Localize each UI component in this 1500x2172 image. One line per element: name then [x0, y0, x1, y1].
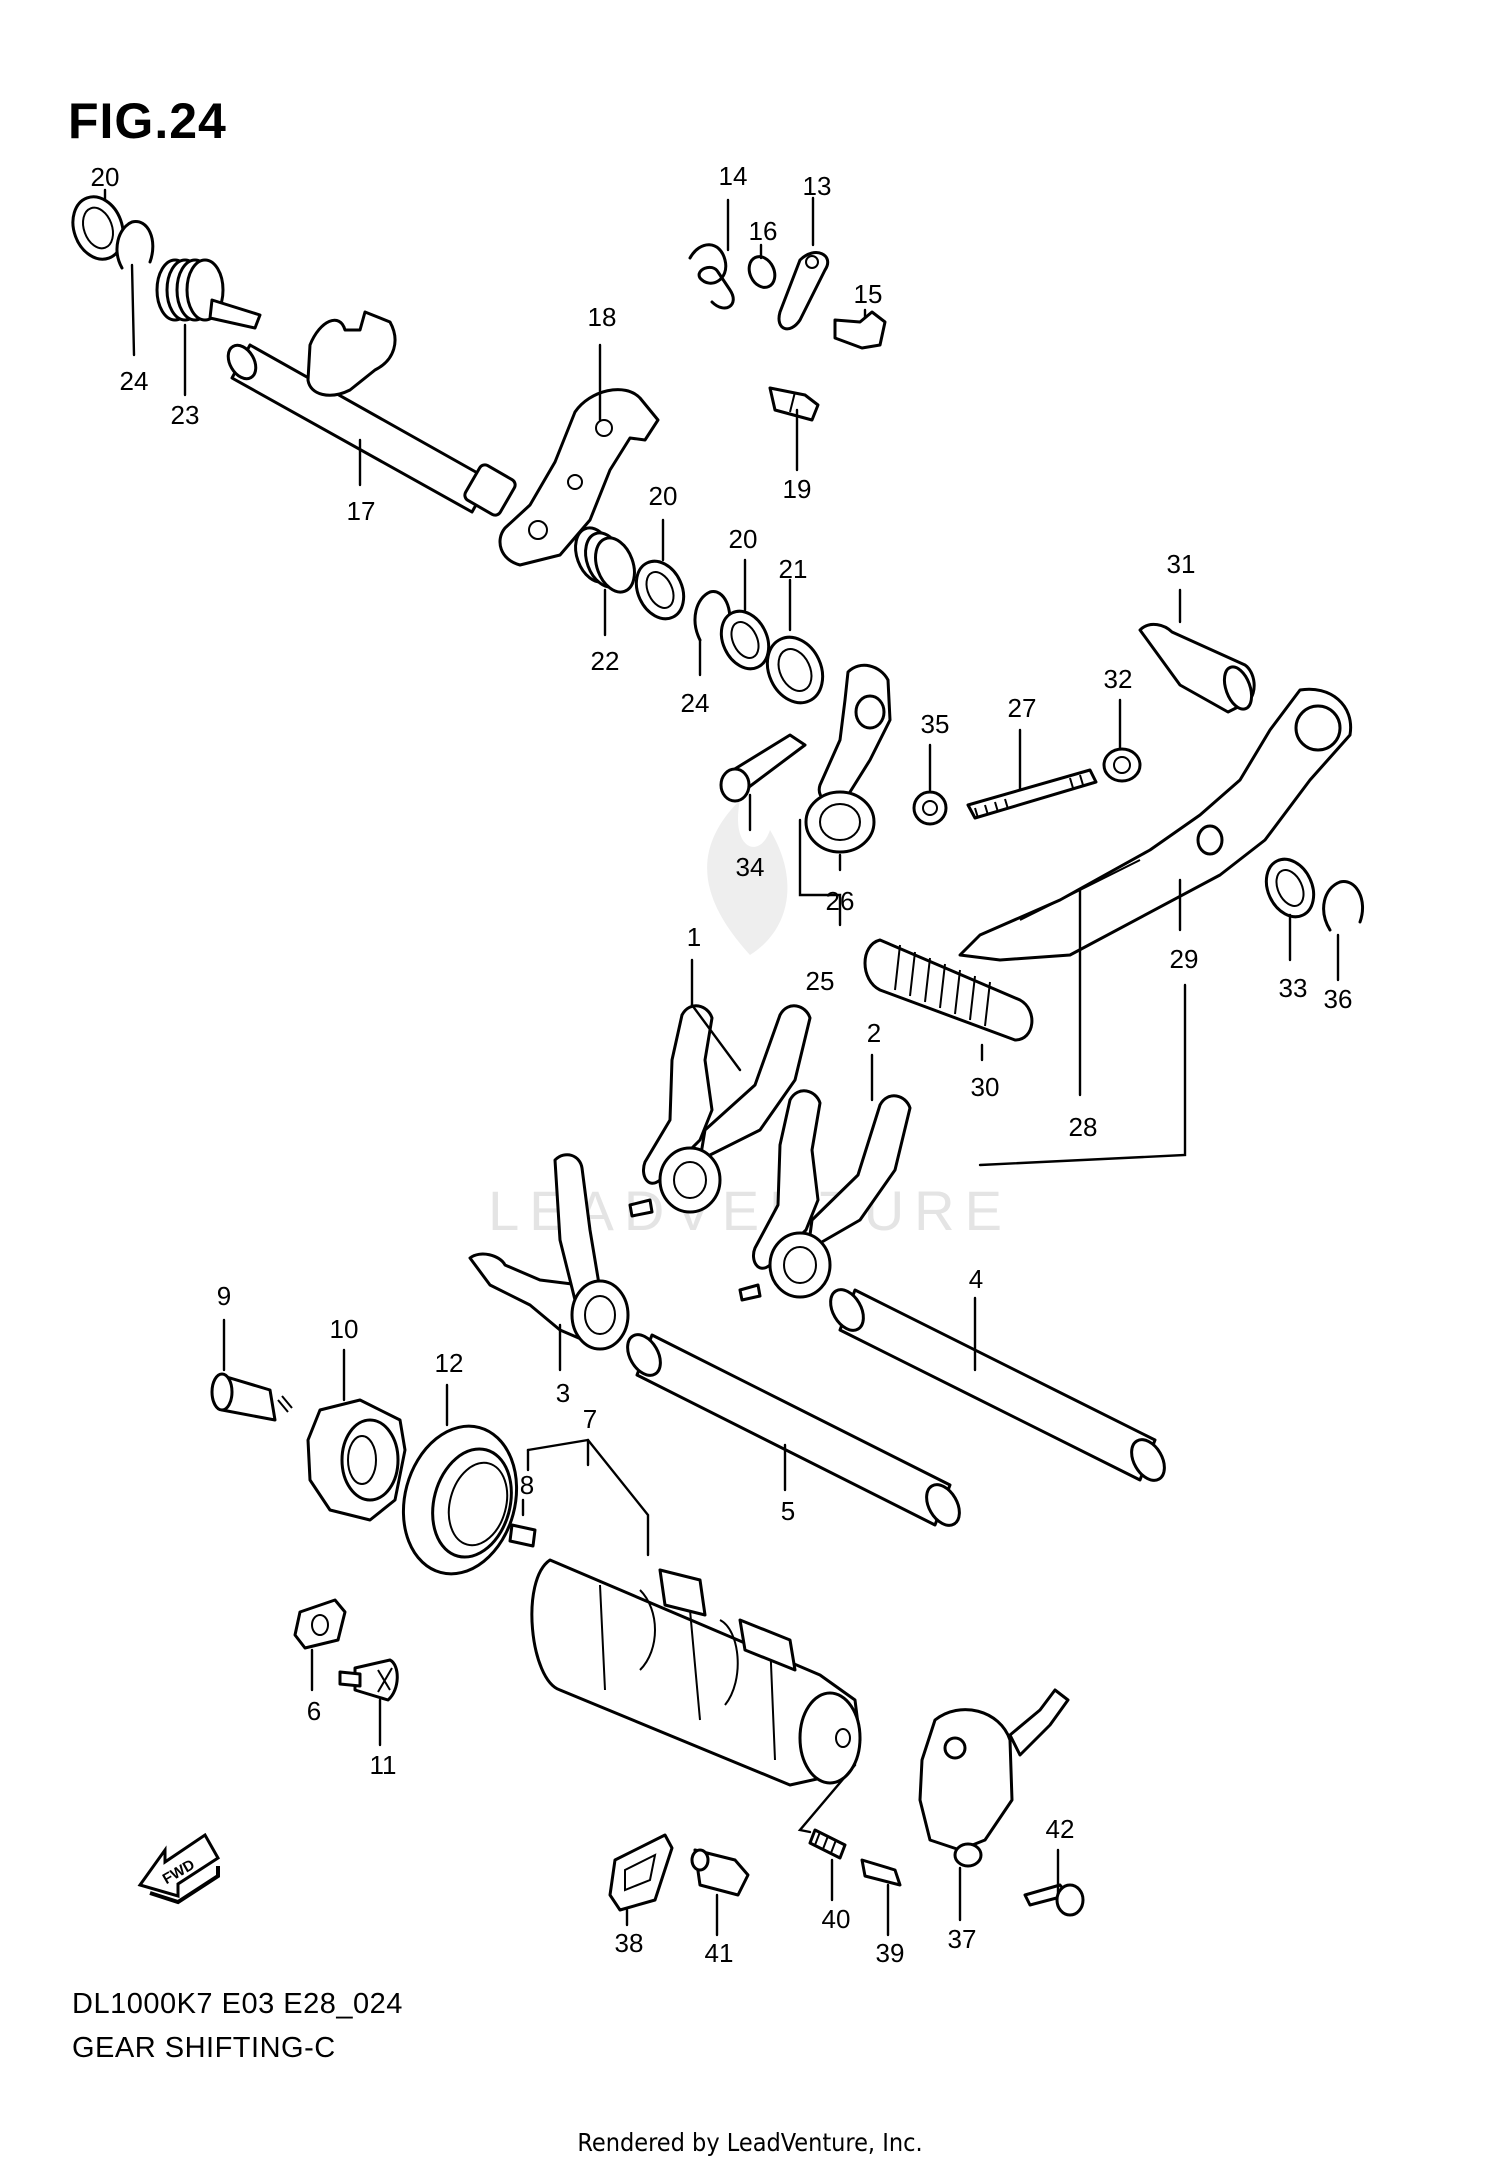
part-39-pin: [860, 1858, 902, 1887]
callout-4-fork-shaft: 4: [969, 1264, 983, 1294]
callout-37-gear-position-switch: 37: [948, 1924, 977, 1954]
callout-9-pin: 9: [217, 1281, 231, 1311]
part-36-circlip: [1322, 880, 1365, 932]
callout-11-screw: 11: [370, 1750, 397, 1780]
callout-36-circlip: 36: [1324, 984, 1353, 1014]
figure-title: FIG.24: [68, 93, 227, 149]
part-7-gearshift-cam: [530, 1558, 862, 1787]
callout-34-bolt: 34: [736, 852, 765, 882]
callout-20-washer-mid-b: 20: [729, 524, 758, 554]
callout-20-washer-mid-a: 20: [649, 481, 678, 511]
callout-40-spring: 40: [822, 1904, 851, 1934]
callout-27-rod: 27: [1008, 693, 1037, 723]
part-27-rod: [966, 768, 1098, 820]
callout-31-pivot-bolt: 31: [1167, 549, 1196, 579]
part-20-washer-mid-a: [634, 559, 686, 621]
callout-32-nut: 32: [1104, 664, 1133, 694]
render-credit: Rendered by LeadVenture, Inc.: [577, 2128, 923, 2157]
callout-5-fork-shaft: 5: [781, 1496, 795, 1526]
callout-41-bolt: 41: [705, 1938, 734, 1968]
part-12-bearing: [401, 1424, 519, 1576]
callout-24-circlip-top: 24: [120, 366, 149, 396]
callout-39-pin: 39: [876, 1938, 905, 1968]
callout-13-stopper-lever: 13: [803, 171, 832, 201]
callout-21-oil-seal: 21: [779, 554, 808, 584]
part-34-bolt: [719, 733, 807, 803]
part-22-spring: [574, 526, 636, 594]
callout-8-pin: 8: [520, 1470, 534, 1500]
callout-23-return-spring: 23: [171, 400, 200, 430]
callout-29-lever-assembly: 29: [1170, 944, 1199, 974]
callout-12-bearing: 12: [435, 1348, 464, 1378]
part-18-gearshift-arm: [498, 388, 660, 567]
callout-26-rod-end: 26: [826, 886, 855, 916]
callout-18-gearshift-arm: 18: [588, 302, 617, 332]
part-4-fork-shaft: [829, 1288, 1166, 1482]
callout-30-footpeg-rubber: 30: [971, 1072, 1000, 1102]
callout-14-stopper-spring: 14: [719, 161, 748, 191]
part-28-gearshift-lever: [958, 687, 1353, 962]
part-14-stopper-spring: [688, 243, 735, 310]
callout-1-shift-fork: 1: [687, 922, 701, 952]
part-42-bolt: [1023, 1883, 1085, 1917]
part-11-screw: [338, 1658, 399, 1702]
part-10-cam-driven-gear: [306, 1398, 407, 1522]
callout-15-bolt: 15: [854, 279, 883, 309]
model-code: DL1000K7 E03 E28_024: [72, 1988, 403, 2020]
callout-19-pin: 19: [783, 474, 812, 504]
part-15-bolt: [833, 310, 887, 350]
part-32-nut: [1102, 747, 1142, 783]
callout-16-washer: 16: [749, 216, 778, 246]
part-31-pivot-bolt: [1138, 622, 1256, 714]
callout-10-cam-driven-gear: 10: [330, 1314, 359, 1344]
part-1-shift-fork: [628, 1004, 812, 1218]
part-41-bolt: [690, 1848, 750, 1897]
part-20-washer-mid-b: [719, 609, 771, 671]
callout-3-shift-fork: 3: [556, 1378, 570, 1408]
callout-7-gearshift-cam: 7: [583, 1404, 597, 1434]
part-33-washer: [1264, 857, 1316, 919]
callout-35-nut: 35: [921, 709, 950, 739]
part-13-stopper-lever: [777, 251, 829, 331]
callout-20-washer-top: 20: [91, 162, 120, 192]
part-2-shift-fork: [738, 1089, 912, 1302]
part-5-fork-shaft: [626, 1333, 961, 1527]
callout-6-stopper-plate: 6: [307, 1696, 321, 1726]
part-21-oil-seal: [765, 635, 825, 705]
part-26-rod-end: [804, 663, 892, 854]
part-6-stopper-plate: [293, 1598, 347, 1650]
callout-25-gearshift-link: 25: [806, 966, 835, 996]
part-19-pin: [768, 386, 820, 422]
section-name: GEAR SHIFTING-C: [72, 2032, 336, 2064]
part-16-washer: [747, 255, 777, 289]
part-3-shift-fork: [468, 1153, 630, 1351]
callout-numbers: 20 24 23 17 18 14 16 13 15 19 22 20 24 2…: [91, 161, 1353, 1968]
part-20-washer-top: [71, 195, 125, 261]
callout-28-gearshift-lever: 28: [1069, 1112, 1098, 1142]
leader-lines: [103, 188, 1340, 1937]
callout-2-shift-fork: 2: [867, 1018, 881, 1048]
callout-22-spring: 22: [591, 646, 620, 676]
part-8-pin: [508, 1523, 537, 1548]
part-17-gearshift-shaft: [226, 310, 517, 517]
callout-42-bolt: 42: [1046, 1814, 1075, 1844]
part-35-nut: [912, 790, 948, 826]
callout-33-washer: 33: [1279, 973, 1308, 1003]
callout-38-stopper-plate: 38: [615, 1928, 644, 1958]
part-40-spring: [808, 1828, 847, 1860]
callout-17-gearshift-shaft: 17: [347, 496, 376, 526]
part-24-circlip-top: [115, 220, 155, 270]
part-38-stopper-plate: [608, 1833, 674, 1912]
part-23-return-spring: [155, 258, 262, 330]
part-37-gear-position-switch: [918, 1688, 1070, 1868]
part-30-footpeg-rubber: [863, 938, 1034, 1042]
callout-24-circlip-mid: 24: [681, 688, 710, 718]
fwd-arrow-icon: FWD: [137, 1832, 220, 1905]
part-9-pin: [210, 1372, 293, 1422]
